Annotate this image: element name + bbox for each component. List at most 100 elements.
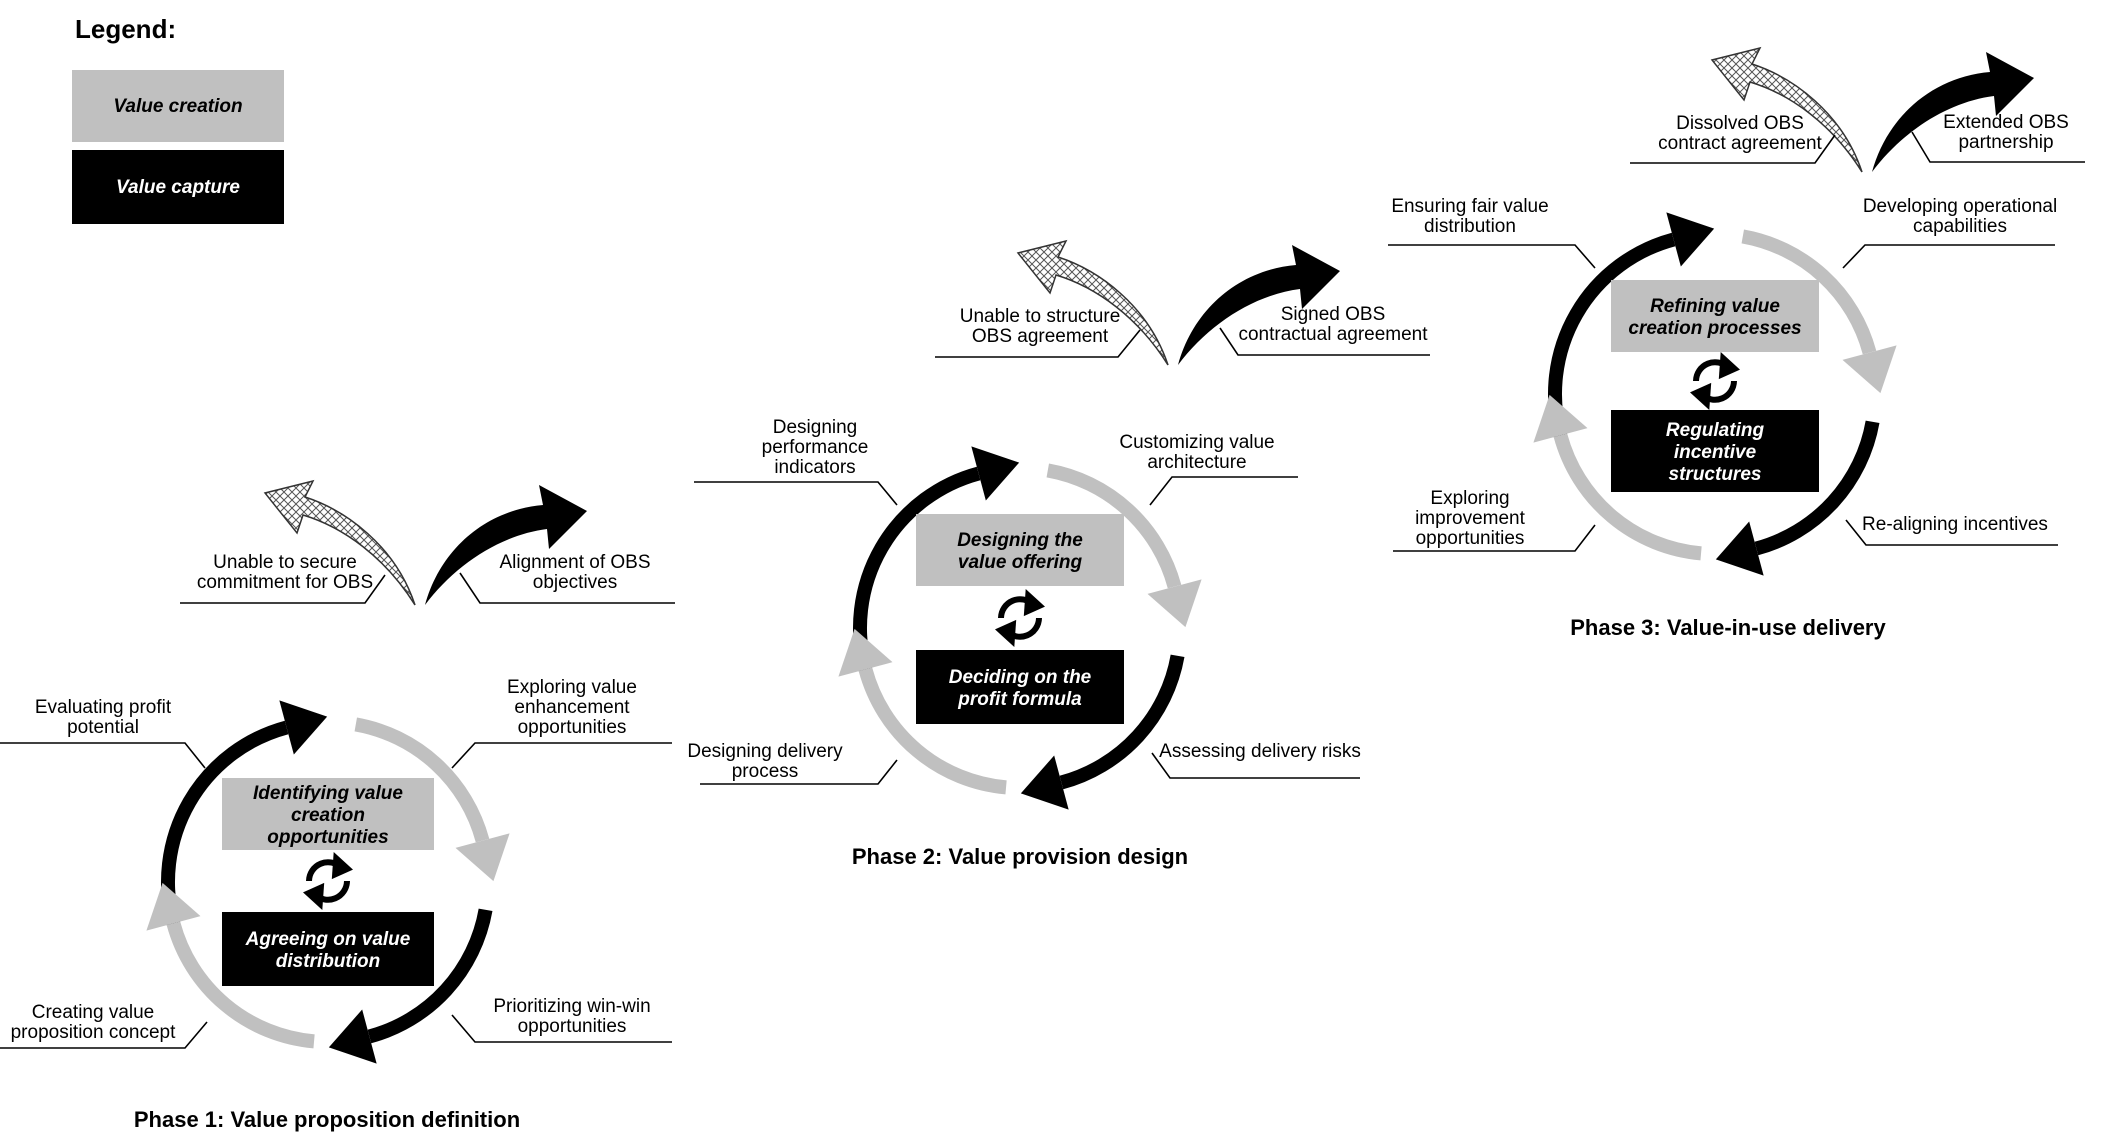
phase2-success-arrow <box>1178 245 1340 365</box>
phase2-label-top-left: Designing <box>773 417 858 438</box>
phase1-value-creation-text: creation <box>291 805 365 826</box>
phase2-cycle-icon <box>995 589 1045 647</box>
phase1-label-exit-fail: Unable to secure <box>213 552 357 573</box>
phase1-arc-top-left-head <box>279 700 328 755</box>
phase2-value-creation-text: value offering <box>958 552 1083 573</box>
phase2-label-bottom-right: Assessing delivery risks <box>1159 741 1361 762</box>
phase1-fail-arrow <box>263 479 416 606</box>
legend-value-creation-swatch <box>72 70 284 142</box>
phase2-label-exit-success: contractual agreement <box>1238 324 1428 345</box>
phase2-arc-bottom-left <box>858 667 1007 795</box>
phase1-title: Phase 1: Value proposition definition <box>134 1107 520 1132</box>
phase1-cycle-icon <box>303 852 353 910</box>
phase2-value-capture-text: profit formula <box>957 689 1082 710</box>
legend-value-capture-label: Value capture <box>116 177 240 198</box>
phase3-label-bottom-left: Exploring <box>1430 488 1509 509</box>
phase2-title: Phase 2: Value provision design <box>852 844 1188 869</box>
phase2-arc-top-left-head <box>971 446 1020 501</box>
phase3-value-creation-text: Refining value <box>1650 296 1780 317</box>
phase1-label-exit-success: objectives <box>533 572 618 593</box>
phase3-value-capture-text: Regulating <box>1666 420 1765 441</box>
phase3-label-exit-fail: Dissolved OBS <box>1676 113 1804 134</box>
phase3-value-capture-text: structures <box>1669 464 1762 485</box>
phase1-value-creation-text: Identifying value <box>253 783 403 804</box>
phase2-label-top-right: Customizing value <box>1119 432 1274 453</box>
legend: Legend: Value creation Value capture <box>72 14 284 224</box>
phase1-label-top-left: Evaluating profit <box>35 697 172 718</box>
phase3-leader-bottom-right <box>1845 519 2058 546</box>
legend-value-creation-label: Value creation <box>113 96 242 117</box>
phase2-leader-top-left <box>694 481 898 506</box>
phase3-label-top-left: Ensuring fair value <box>1391 196 1548 217</box>
phase2-label-bottom-left: Designing delivery <box>687 741 843 762</box>
phase2-label-top-left: performance <box>762 437 869 458</box>
phase2-label-bottom-left: process <box>732 761 799 782</box>
phase2-label-exit-fail: Unable to structure <box>960 306 1121 327</box>
phase2-arc-bottom-right <box>1059 654 1185 790</box>
phase1-label-bottom-right: opportunities <box>518 1016 627 1037</box>
phase3-leader-bottom-left <box>1393 524 1596 552</box>
phase3-cycle-icon <box>1690 352 1740 410</box>
phase2-label-top-left: indicators <box>774 457 855 478</box>
phase1-success-arrow <box>425 485 587 605</box>
phase3-arc-bottom-left-head <box>1533 394 1588 443</box>
phase1-arc-bottom-left-head <box>146 882 201 931</box>
phase1-label-top-left: potential <box>67 717 139 738</box>
phase1-label-bottom-left: Creating value <box>32 1002 155 1023</box>
phase2-label-exit-fail: OBS agreement <box>972 326 1109 347</box>
phase1-leader-bottom-right <box>451 1014 672 1043</box>
phase1-arc-bottom-right-head <box>328 1009 377 1064</box>
phase1-leader-exit-success <box>459 572 675 604</box>
phase2-arc-top-right-head <box>1147 579 1202 628</box>
phase3-label-top-right: capabilities <box>1913 216 2007 237</box>
phase2-value-creation-box <box>916 514 1124 586</box>
phase2-label-top-right: architecture <box>1147 452 1246 473</box>
phase3-label-exit-fail: contract agreement <box>1658 133 1822 154</box>
phase1-label-top-right: opportunities <box>518 717 627 738</box>
phase1-value-capture-text: Agreeing on value <box>245 929 411 950</box>
phase2-leader-exit-success <box>1219 327 1430 356</box>
phase3-value-capture-text: incentive <box>1674 442 1757 463</box>
phase1-label-bottom-left: proposition concept <box>11 1022 176 1043</box>
phase1-cycle: Identifying valuecreationopportunitiesAg… <box>0 479 675 1132</box>
phase3-leader-exit-fail <box>1630 134 1836 164</box>
legend-value-capture-swatch <box>72 150 284 224</box>
phase3-title: Phase 3: Value-in-use delivery <box>1570 615 1886 640</box>
phase1-leader-top-left <box>0 742 206 769</box>
phase3-arc-bottom-right-head <box>1715 521 1764 576</box>
phase3-label-exit-success: Extended OBS <box>1943 112 2069 133</box>
phase2-leader-exit-fail <box>935 329 1141 358</box>
phase1-arc-top-right-head <box>455 833 510 882</box>
phase2-arc-top-right <box>1046 463 1182 589</box>
phase3-arc-bottom-left <box>1553 433 1702 561</box>
phase2-arc-bottom-left-head <box>838 628 893 677</box>
phase1-value-capture-box <box>222 912 434 986</box>
phase3-label-top-left: distribution <box>1424 216 1516 237</box>
phase1-value-capture-text: distribution <box>276 951 380 972</box>
phase2-leader-top-right <box>1149 476 1298 506</box>
phase3-leader-top-left <box>1388 244 1596 269</box>
phase2-leader-bottom-left <box>700 759 898 785</box>
phase1-label-bottom-right: Prioritizing win-win <box>493 996 650 1017</box>
phase3-label-bottom-left: improvement <box>1415 508 1526 529</box>
phase3-label-top-right: Developing operational <box>1863 196 2057 217</box>
phase1-label-top-right: enhancement <box>514 697 630 718</box>
phase1-arc-top-right <box>354 717 490 843</box>
phase2-value-creation-text: Designing the <box>957 530 1083 551</box>
phase1-leader-exit-fail <box>180 574 386 604</box>
phase1-label-exit-success: Alignment of OBS <box>499 552 650 573</box>
phase3-label-bottom-right: Re-aligning incentives <box>1862 514 2048 535</box>
phase2-fail-arrow <box>1016 239 1169 366</box>
phase2-label-exit-success: Signed OBS <box>1281 304 1386 325</box>
phase2-value-capture-box <box>916 650 1124 724</box>
legend-title: Legend: <box>75 14 176 44</box>
phase1-leader-bottom-left <box>0 1021 208 1049</box>
phase3-success-arrow <box>1872 52 2034 172</box>
phase3-arc-top-right <box>1741 229 1877 355</box>
phase1-arc-bottom-right <box>367 908 493 1044</box>
phase3-label-exit-success: partnership <box>1958 132 2053 153</box>
phase1-value-creation-box <box>222 778 434 850</box>
